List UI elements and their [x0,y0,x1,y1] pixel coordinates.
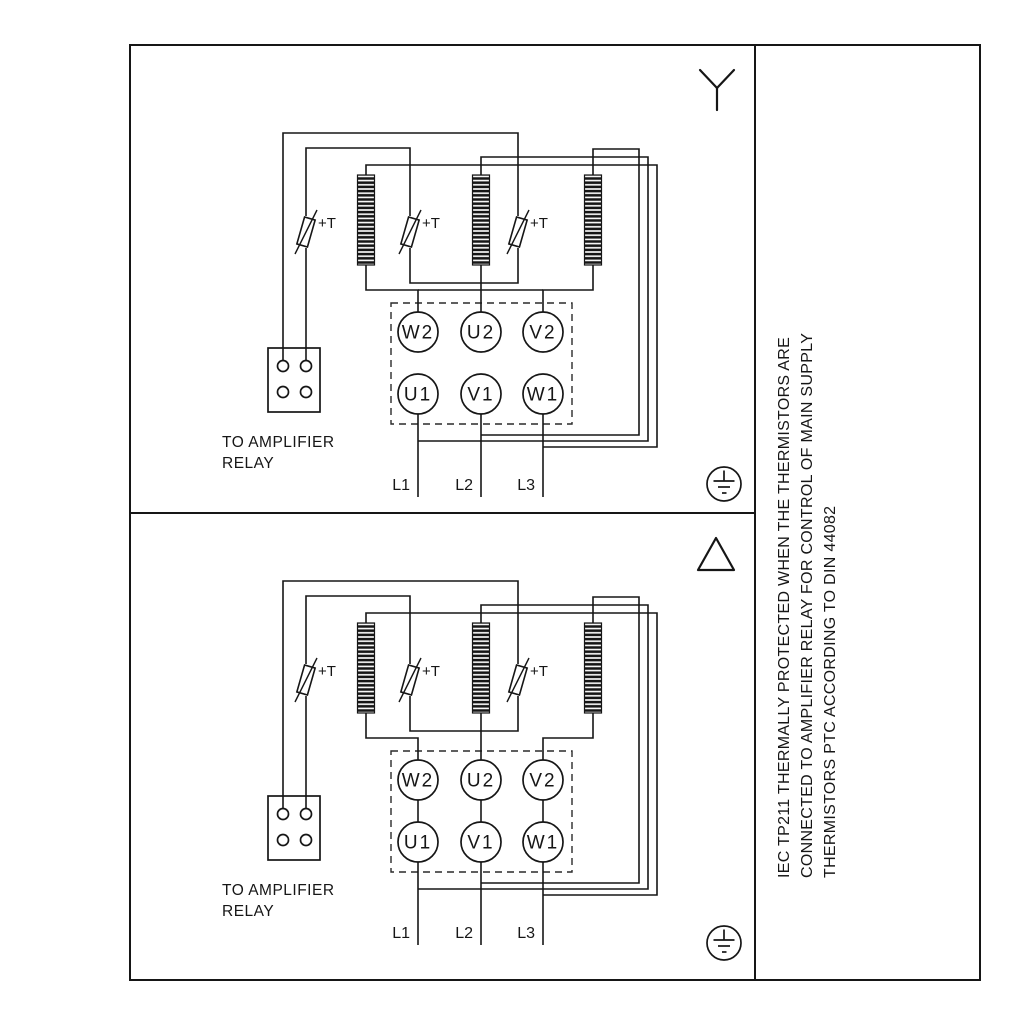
motor-winding [356,622,376,714]
thermistor-strike [294,657,318,703]
terminal-circle [460,311,502,353]
relay-caption-line1: TO AMPLIFIER [222,434,335,451]
supply-label-l2: L2 [455,477,473,494]
terminal-label: V1 [467,833,494,854]
relay-caption-line2: RELAY [222,903,274,920]
motor-winding [471,174,491,266]
relay-terminal [276,385,290,399]
terminal-circle [522,821,564,863]
supply-label-l2: L2 [455,925,473,942]
terminal-circle [460,373,502,415]
relay-terminal [299,385,313,399]
wire [282,132,519,366]
supply-label-l3: L3 [517,477,535,494]
thermistor-label: +T [318,663,336,680]
panel-delta: +T +T +T W2 U2 V2 U1 V1 W1 TO AMPLIFIER … [222,536,742,961]
side-note-line2: CONNECTED TO AMPLIFIER RELAY FOR CONTROL… [799,333,816,878]
thermistor-symbol: +T [506,657,548,703]
relay-block [267,795,321,861]
wire [365,164,658,448]
thermistor-label: +T [422,215,440,232]
wire [282,580,519,814]
motor-winding [583,174,603,266]
wire [365,265,419,312]
panel-star: +T +T +T W2 U2 V2 U1 V1 W1 TO AMPLIFIER … [222,68,742,502]
terminal-circle [397,821,439,863]
terminal-circle [522,373,564,415]
wires [282,132,658,497]
wire [418,604,649,890]
terminal-circle [460,821,502,863]
wire [481,148,640,436]
thermistor-symbol: +T [398,209,440,255]
motor-winding [356,174,376,266]
thermistor-symbol: +T [506,209,548,255]
thermistor-symbol: +T [398,657,440,703]
terminal-circle [397,759,439,801]
relay-terminal [299,359,313,373]
thermistor-symbol: +T [294,657,336,703]
wire [365,612,658,896]
terminal-label: W2 [402,771,435,792]
wire [418,156,649,442]
relay-caption-line1: TO AMPLIFIER [222,882,335,899]
wire [542,713,594,760]
supply-label-l1: L1 [392,477,410,494]
wire [365,713,419,760]
wire [305,147,411,216]
relay-terminal [276,359,290,373]
terminal-label: U1 [404,385,432,406]
terminal-label: U2 [467,771,495,792]
motor-winding [583,622,603,714]
wire [409,248,519,284]
star-y-icon [698,68,736,112]
delta-triangle-icon [696,536,736,572]
thermistor-label: +T [530,663,548,680]
motor-winding [471,622,491,714]
supply-label-l3: L3 [517,925,535,942]
wire [542,265,594,312]
thermistor-strike [398,657,422,703]
terminal-label: V2 [529,323,556,344]
relay-caption-line2: RELAY [222,455,274,472]
terminal-label: W1 [527,385,560,406]
wires [282,580,658,945]
wire [409,696,519,732]
terminal-circle [460,759,502,801]
terminal-circle [397,311,439,353]
thermistor-label: +T [318,215,336,232]
thermistor-strike [294,209,318,255]
thermistor-strike [398,209,422,255]
terminal-label: V2 [529,771,556,792]
ground-icon [706,466,742,502]
side-note: IEC TP211 THERMALLY PROTECTED WHEN THE T… [776,333,839,878]
thermistor-label: +T [530,215,548,232]
supply-label-l1: L1 [392,925,410,942]
relay-terminal [276,807,290,821]
terminal-label: V1 [467,385,494,406]
thermistor-label: +T [422,663,440,680]
thermistor-strike [506,209,530,255]
terminal-circle [397,373,439,415]
terminal-circle [522,311,564,353]
terminal-circle [522,759,564,801]
side-note-line1: IEC TP211 THERMALLY PROTECTED WHEN THE T… [776,337,793,878]
side-note-line3: THERMISTORS PTC ACCORDING TO DIN 44082 [822,506,839,878]
wire [481,596,640,884]
thermistor-strike [506,657,530,703]
relay-terminal [299,833,313,847]
relay-terminal [276,833,290,847]
thermistor-symbol: +T [294,209,336,255]
relay-terminal [299,807,313,821]
terminal-label: U1 [404,833,432,854]
relay-block [267,347,321,413]
terminal-label: W2 [402,323,435,344]
wire [305,595,411,664]
terminal-label: W1 [527,833,560,854]
terminal-label: U2 [467,323,495,344]
ground-icon [706,925,742,961]
